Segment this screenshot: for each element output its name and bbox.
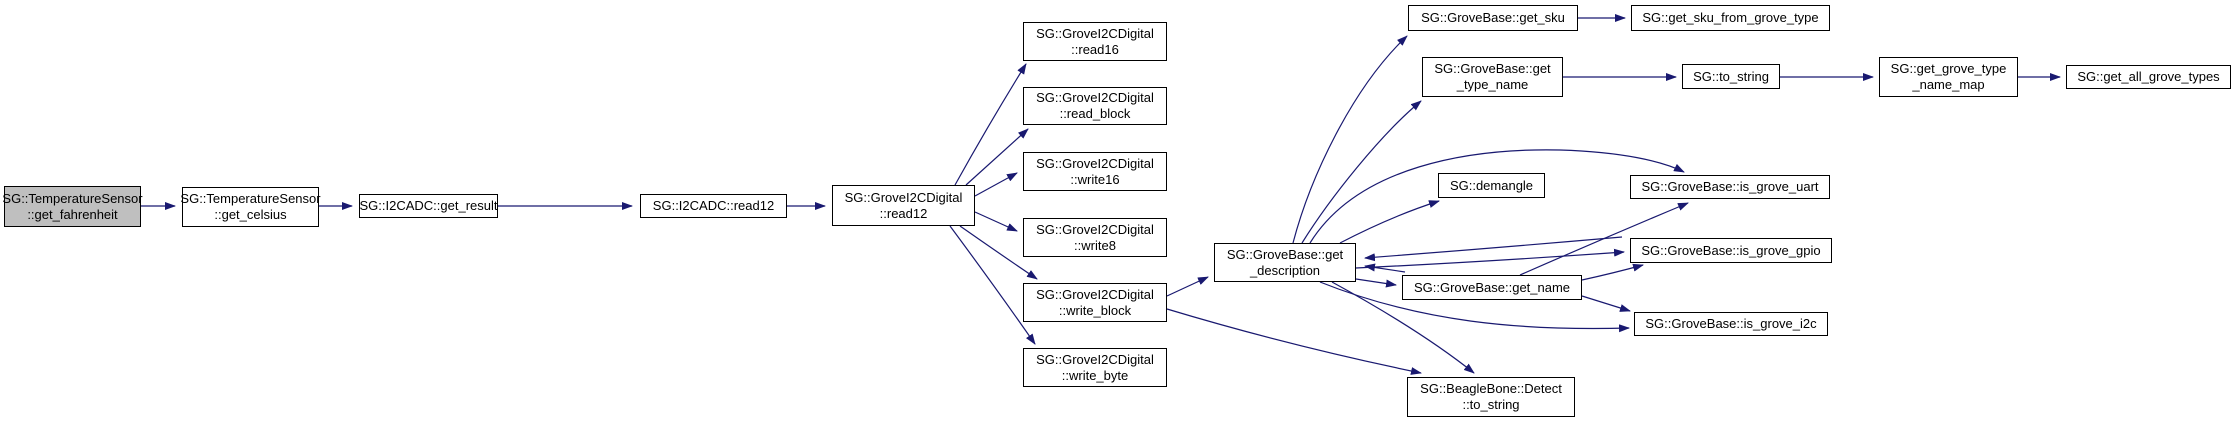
- node-i2cadc-get-result[interactable]: SG::I2CADC::get_result: [359, 194, 498, 218]
- node-label: SG::GroveI2CDigital: [1036, 90, 1154, 105]
- edge-grove-read12-to-write16: [974, 172, 1018, 197]
- edge-get-name-to-get-description: [1364, 263, 1406, 273]
- edge-get-description-to-get-sku: [1292, 35, 1408, 244]
- node-label: SG::TemperatureSensor: [2, 190, 143, 206]
- node-label: SG::GroveBase::is_grove_uart: [1641, 179, 1819, 194]
- node-label: SG::GroveI2CDigital: [1036, 155, 1154, 171]
- node-label: SG::demangle: [1449, 177, 1534, 193]
- edge-get-name-to-is-grove-gpio: [1581, 263, 1644, 281]
- node-label: SG::get_grove_type: [1890, 61, 2007, 76]
- node-label: ::get_celsius: [214, 207, 287, 222]
- node-label: ::write_byte: [1061, 367, 1129, 383]
- edge-grove-read12-to-read-block: [965, 128, 1029, 186]
- node-is-grove-i2c[interactable]: SG::GroveBase::is_grove_i2c: [1634, 312, 1828, 336]
- node-label: _description: [1249, 262, 1321, 278]
- node-label: SG::GroveBase::get_name: [1413, 279, 1571, 295]
- node-label: SG::TemperatureSensor: [180, 191, 321, 206]
- node-label: SG::GroveI2CDigital: [1036, 221, 1154, 237]
- node-get-celsius[interactable]: SG::TemperatureSensor ::get_celsius: [180, 187, 321, 227]
- node-label: SG::BeagleBone::Detect: [1420, 381, 1562, 396]
- node-grove-write8[interactable]: SG::GroveI2CDigital ::write8: [1023, 218, 1167, 257]
- node-label: _name_map: [1912, 77, 1985, 92]
- node-get-name[interactable]: SG::GroveBase::get_name: [1402, 275, 1582, 300]
- node-label: SG::GroveI2CDigital: [1036, 25, 1154, 41]
- node-get-sku-from-grove-type[interactable]: SG::get_sku_from_grove_type: [1631, 5, 1830, 31]
- node-label: SG::GroveBase::is_grove_i2c: [1645, 316, 1817, 331]
- node-get-all-grove-types[interactable]: SG::get_all_grove_types: [2066, 65, 2231, 89]
- node-label: SG::to_string: [1693, 68, 1769, 84]
- node-demangle[interactable]: SG::demangle: [1438, 173, 1545, 198]
- edge-get-description-to-demangle: [1339, 200, 1440, 244]
- node-i2cadc-read12[interactable]: SG::I2CADC::read12: [640, 194, 787, 218]
- node-get-sku[interactable]: SG::GroveBase::get_sku: [1408, 5, 1578, 31]
- node-label: SG::I2CADC::read12: [652, 198, 775, 213]
- node-grove-write-byte[interactable]: SG::GroveI2CDigital ::write_byte: [1023, 348, 1167, 387]
- node-label: SG::get_all_grove_types: [2077, 69, 2220, 84]
- node-get-fahrenheit: SG::TemperatureSensor ::get_fahrenheit: [2, 186, 143, 227]
- node-grove-read16[interactable]: SG::GroveI2CDigital ::read16: [1023, 22, 1167, 61]
- node-grove-write-block[interactable]: SG::GroveI2CDigital ::write_block: [1023, 283, 1167, 322]
- node-label: SG::GroveBase::get: [1226, 246, 1344, 262]
- node-label: ::write_block: [1058, 302, 1132, 318]
- node-label: ::write16: [1070, 171, 1120, 187]
- edge-get-description-to-is-grove-gpio: [1355, 248, 1625, 269]
- edge-write-block-to-get-description: [1166, 276, 1209, 297]
- edge-grove-read12-to-read16: [954, 63, 1027, 186]
- edge-incoming-get-description: [1364, 236, 1623, 262]
- node-label: SG::GroveI2CDigital: [1036, 351, 1154, 367]
- node-get-grove-type-name-map[interactable]: SG::get_grove_type _name_map: [1879, 57, 2018, 97]
- node-grove-write16[interactable]: SG::GroveI2CDigital ::write16: [1023, 152, 1167, 191]
- node-label: SG::I2CADC::get_result: [359, 198, 498, 213]
- node-is-grove-uart[interactable]: SG::GroveBase::is_grove_uart: [1630, 175, 1830, 199]
- edge-get-name-to-is-grove-i2c: [1581, 295, 1631, 312]
- node-label: ::write8: [1074, 237, 1116, 253]
- node-is-grove-gpio[interactable]: SG::GroveBase::is_grove_gpio: [1630, 238, 1832, 263]
- node-label: SG::GroveI2CDigital: [1036, 286, 1154, 302]
- edge-write-block-to-bb-to-string: [1166, 308, 1422, 375]
- node-label: SG::GroveBase::get: [1434, 61, 1551, 76]
- node-label: _type_name: [1456, 77, 1529, 92]
- edge-get-description-to-get-type-name: [1301, 100, 1422, 244]
- node-bb-detect-to-string[interactable]: SG::BeagleBone::Detect ::to_string: [1407, 377, 1575, 417]
- node-label: SG::get_sku_from_grove_type: [1642, 10, 1819, 25]
- node-label: ::to_string: [1462, 397, 1520, 412]
- node-to-string[interactable]: SG::to_string: [1682, 64, 1780, 89]
- node-grove-read12[interactable]: SG::GroveI2CDigital ::read12: [832, 185, 975, 226]
- node-label: SG::GroveI2CDigital: [844, 189, 963, 205]
- node-label: SG::GroveBase::is_grove_gpio: [1641, 242, 1821, 258]
- node-label: ::read12: [879, 205, 928, 221]
- node-label: ::read_block: [1059, 106, 1131, 121]
- node-get-type-name[interactable]: SG::GroveBase::get _type_name: [1422, 57, 1563, 97]
- node-label: ::get_fahrenheit: [27, 206, 118, 222]
- node-label: ::read16: [1071, 41, 1119, 57]
- node-grove-read-block[interactable]: SG::GroveI2CDigital ::read_block: [1023, 87, 1167, 125]
- edge-grove-read12-to-write8: [974, 211, 1018, 232]
- node-label: SG::GroveBase::get_sku: [1421, 10, 1565, 25]
- node-get-description[interactable]: SG::GroveBase::get _description: [1214, 243, 1356, 282]
- edge-get-description-to-get-name: [1355, 278, 1397, 288]
